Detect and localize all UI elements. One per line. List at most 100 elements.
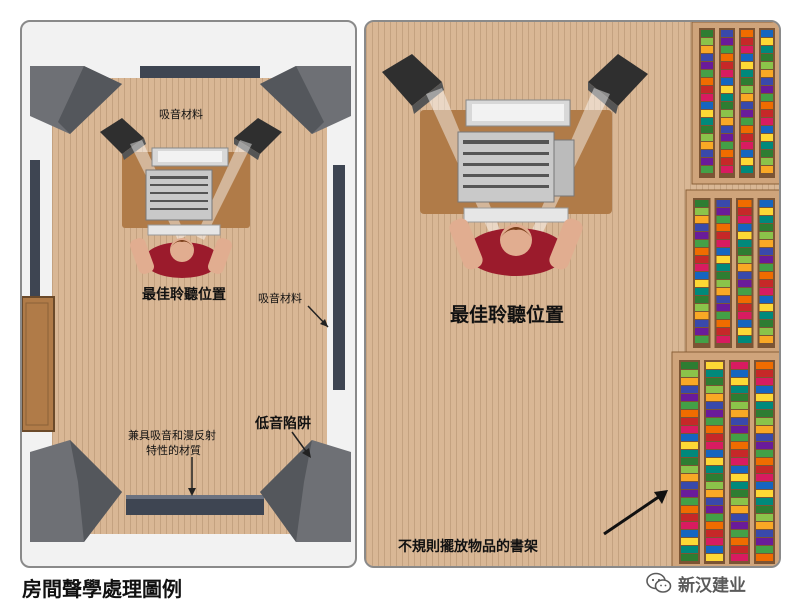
book-spine [738, 240, 752, 247]
book-spine [756, 506, 773, 513]
book-spine [731, 370, 748, 377]
bottom-diffuser-panel-top [126, 495, 264, 499]
book-spine [701, 126, 713, 133]
book-spine [721, 30, 733, 37]
book-spine [756, 426, 773, 433]
book-spine [738, 224, 752, 231]
book-spine [738, 232, 752, 239]
right-room-diagram: 最佳聆聽位置 不規則擺放物品的書架 [364, 20, 781, 568]
book-spine [761, 38, 773, 45]
book-spine [706, 538, 723, 545]
book-spine [721, 118, 733, 125]
book-spine [759, 328, 773, 335]
book-spine [738, 320, 752, 327]
book-spine [721, 38, 733, 45]
book-spine [738, 256, 752, 263]
left-room-diagram: 吸音材料 最佳聆聽位置 吸音材料 低音陷阱 兼具吸音和漫反射 特性的材質 [20, 20, 357, 568]
book-spine [695, 328, 709, 335]
corner-trap-bottom-right [260, 440, 351, 542]
book-spine [738, 216, 752, 223]
book-spine [731, 386, 748, 393]
book-spine [756, 522, 773, 529]
book-spine [695, 304, 709, 311]
book-spine [701, 134, 713, 141]
book-spine [721, 70, 733, 77]
bass-trap-arrow [291, 431, 309, 455]
book-spine [706, 426, 723, 433]
book-spine [731, 530, 748, 537]
book-spine [716, 232, 730, 239]
watermark-logo: 新汉建业 [646, 570, 746, 596]
book-spine [731, 466, 748, 473]
figure-caption: 房間聲學處理圖例 [22, 577, 182, 601]
door [22, 296, 55, 432]
book-spine [716, 304, 730, 311]
book-spine [716, 240, 730, 247]
book-spine [695, 224, 709, 231]
book-spine [741, 126, 753, 133]
book-spine [706, 466, 723, 473]
listener-figure [130, 238, 232, 278]
book-spine [695, 312, 709, 319]
book-spine [716, 256, 730, 263]
book-spine [701, 30, 713, 37]
book-spine [731, 402, 748, 409]
book-spine [716, 264, 730, 271]
book-spine [756, 402, 773, 409]
book-spine [681, 418, 698, 425]
book-spine [761, 158, 773, 165]
book-spine [738, 272, 752, 279]
book-spine [701, 142, 713, 149]
book-spine [706, 418, 723, 425]
book-spine [695, 256, 709, 263]
book-spine [695, 336, 709, 343]
book-spine [701, 46, 713, 53]
diffuser-label-line1: 兼具吸音和漫反射 [128, 429, 216, 442]
book-spine [701, 150, 713, 157]
book-spine [731, 418, 748, 425]
book-spine [741, 158, 753, 165]
book-spine [759, 232, 773, 239]
book-spine [721, 134, 733, 141]
book-spine [756, 530, 773, 537]
top-absorber-panel [140, 66, 260, 78]
book-spine [731, 426, 748, 433]
keyboard [147, 224, 221, 236]
book-spine [738, 200, 752, 207]
book-spine [759, 304, 773, 311]
book-spine [738, 336, 752, 343]
book-spine [716, 312, 730, 319]
book-spine [731, 378, 748, 385]
book-spine [706, 442, 723, 449]
book-spine [731, 514, 748, 521]
book-spine [716, 224, 730, 231]
book-spine [681, 474, 698, 481]
book-spine [741, 134, 753, 141]
book-spine [759, 256, 773, 263]
book-spine [761, 166, 773, 173]
book-spine [761, 150, 773, 157]
book-spine [761, 126, 773, 133]
book-spine [756, 450, 773, 457]
book-spine [706, 498, 723, 505]
book-spine [761, 70, 773, 77]
book-spine [701, 102, 713, 109]
book-spine [695, 248, 709, 255]
book-spine [731, 506, 748, 513]
book-spine [695, 320, 709, 327]
book-spine [695, 296, 709, 303]
book-spine [756, 490, 773, 497]
book-spine [681, 514, 698, 521]
book-spine [701, 166, 713, 173]
left-speaker [100, 118, 146, 160]
book-spine [695, 280, 709, 287]
book-spine [695, 208, 709, 215]
book-spine [706, 370, 723, 377]
book-spine [741, 166, 753, 173]
right-room-drawing [382, 22, 779, 566]
book-spine [716, 200, 730, 207]
book-spine [681, 546, 698, 553]
bookshelf-label: 不規則擺放物品的書架 [398, 539, 538, 555]
book-spine [741, 86, 753, 93]
book-spine [706, 546, 723, 553]
